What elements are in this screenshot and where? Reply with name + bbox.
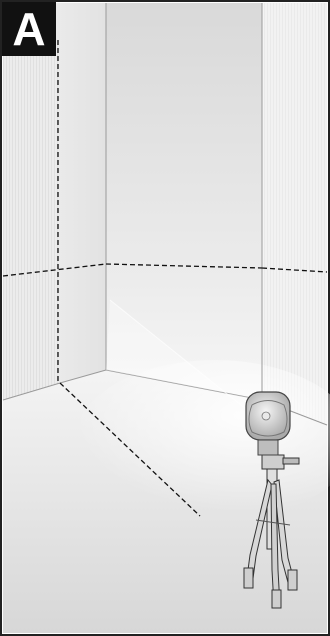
left-wall-hatching bbox=[3, 40, 58, 400]
laser-mount bbox=[257, 439, 279, 456]
laser-beam-ray bbox=[109, 299, 273, 431]
tripod-foot-left bbox=[243, 567, 254, 589]
tripod-foot-center bbox=[271, 589, 282, 609]
tripod bbox=[243, 454, 300, 609]
laser-head-window bbox=[248, 400, 288, 437]
room-edges bbox=[2, 3, 328, 426]
right-wall-hatching bbox=[264, 3, 327, 425]
back-wall bbox=[106, 3, 262, 400]
tripod-brace bbox=[255, 519, 291, 526]
tripod-foot-right bbox=[287, 569, 298, 591]
tripod-handle bbox=[282, 457, 300, 465]
laser-lines bbox=[2, 40, 328, 517]
tripod-head bbox=[261, 454, 285, 470]
laser-aperture bbox=[261, 411, 271, 421]
laser-fan-light bbox=[106, 300, 272, 430]
figure-label: A bbox=[2, 2, 56, 56]
laser-level-device bbox=[245, 391, 291, 456]
